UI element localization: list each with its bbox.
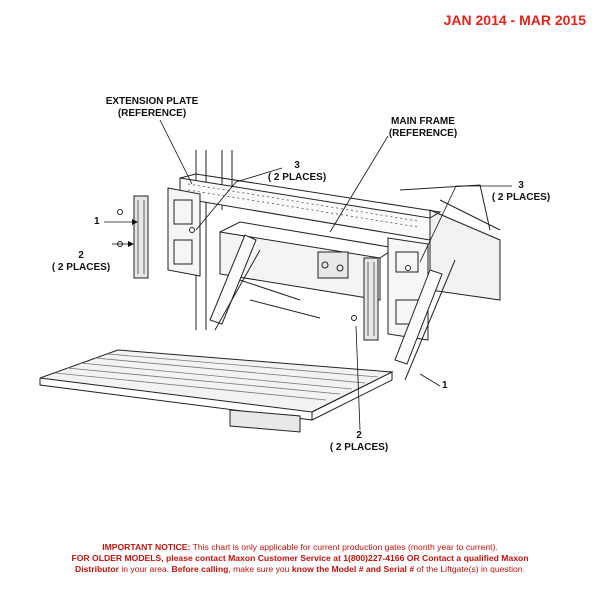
arrowheads: [128, 219, 138, 247]
notice-model-serial: know the Model # and Serial #: [291, 564, 415, 574]
callout-2-right: 2 ( 2 PLACES): [324, 430, 394, 454]
notice-line-2-text: FOR OLDER MODELS, please contact Maxon C…: [71, 553, 529, 563]
leader-lines: [104, 119, 512, 431]
date-range: JAN 2014 - MAR 2015: [443, 12, 586, 28]
notice-before-calling: Before calling: [171, 564, 229, 574]
fasteners: [117, 209, 411, 321]
callout-3-right: 3 ( 2 PLACES): [486, 180, 556, 204]
notice-line-2: FOR OLDER MODELS, please contact Maxon C…: [20, 553, 580, 564]
platform: [39, 349, 394, 433]
left-bumper-pad: [133, 195, 149, 279]
notice-line-3-text-b: , make sure you: [228, 564, 292, 574]
callout-3-left: 3 ( 2 PLACES): [262, 160, 332, 184]
callout-2-right-number: 2: [356, 430, 362, 441]
main-frame-label-line1: MAIN FRAME: [391, 116, 455, 127]
callout-3-right-places: ( 2 PLACES): [491, 192, 551, 203]
notice-line-1: IMPORTANT NOTICE: This chart is only app…: [20, 542, 580, 553]
callout-3-left-places: ( 2 PLACES): [267, 172, 327, 183]
extension-plate-label-line1: EXTENSION PLATE: [105, 96, 199, 107]
callout-2-left: 2 ( 2 PLACES): [46, 250, 116, 274]
main-frame-label-line2: (REFERENCE): [388, 128, 458, 139]
important-notice: IMPORTANT NOTICE: This chart is only app…: [20, 542, 580, 575]
left-side-plate: [167, 187, 201, 277]
callout-2-right-places: ( 2 PLACES): [329, 442, 389, 453]
main-frame: [219, 221, 397, 301]
callout-3-left-number: 3: [294, 160, 300, 171]
notice-line-1-text: This chart is only applicable for curren…: [190, 542, 498, 552]
extension-plate-label-line2: (REFERENCE): [117, 108, 187, 119]
callout-2-left-places: ( 2 PLACES): [51, 262, 111, 273]
callout-1-left: 1: [94, 216, 100, 227]
main-frame-label: MAIN FRAME (REFERENCE): [378, 116, 468, 140]
notice-heading: IMPORTANT NOTICE:: [102, 542, 191, 552]
notice-distributor: Distributor: [75, 564, 119, 574]
lift-arms: [209, 234, 456, 381]
notice-line-3-text-c: of the Liftgate(s) in question.: [414, 564, 525, 574]
callout-1-right: 1: [442, 380, 448, 391]
callout-3-right-number: 3: [518, 180, 524, 191]
right-bumper-pad: [363, 257, 379, 341]
notice-line-3-text-a: in your area.: [118, 564, 172, 574]
callout-2-left-number: 2: [78, 250, 84, 261]
extension-plate-label: EXTENSION PLATE (REFERENCE): [96, 96, 208, 120]
notice-line-3: Distributor in your area. Before calling…: [20, 564, 580, 575]
